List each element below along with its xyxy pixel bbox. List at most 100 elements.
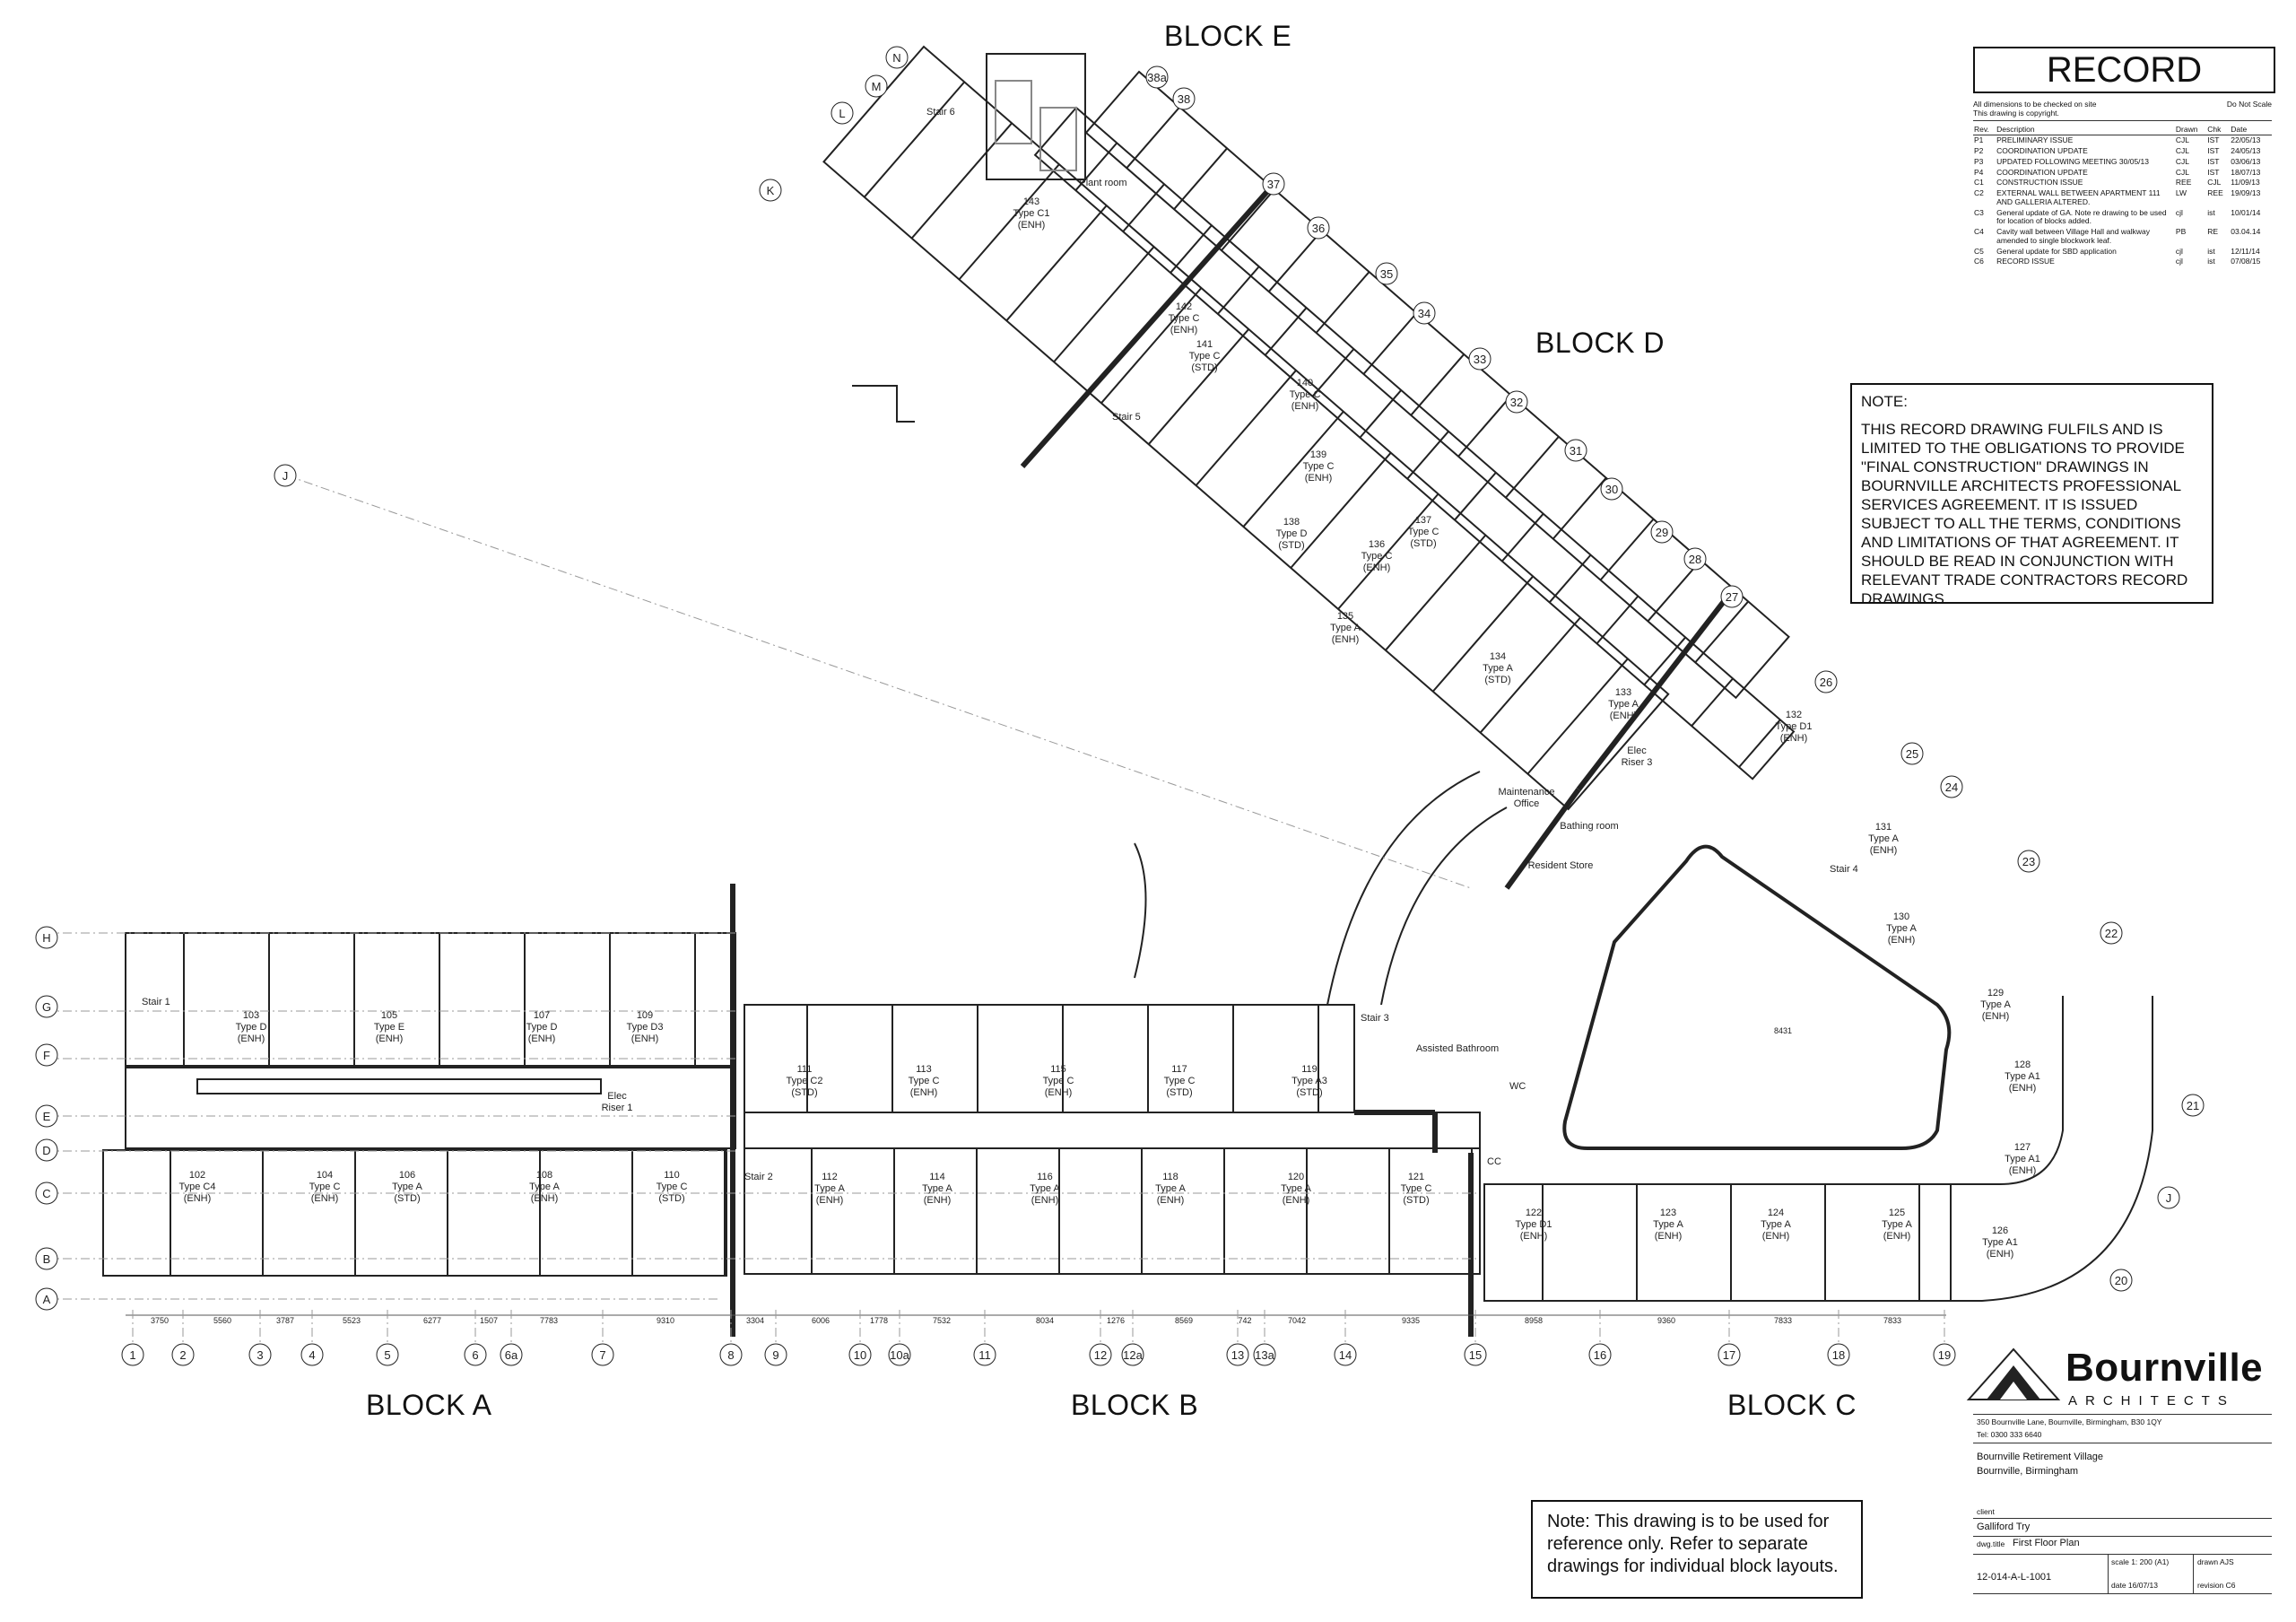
- dimension-text: 1507: [480, 1316, 498, 1325]
- block-a-north-flats: [125, 932, 736, 1067]
- unit-number: 105: [381, 1010, 397, 1021]
- revision-date: 12/11/14: [2231, 246, 2260, 256]
- unit-spec: (ENH): [1170, 325, 1198, 336]
- grid-bubble: [248, 1343, 272, 1366]
- party-wall: [1290, 452, 1392, 569]
- architect-address: 350 Bournville Lane, Bournville, Birming…: [1977, 1417, 2162, 1426]
- block-break-line: [1576, 590, 1734, 791]
- unit-number: 103: [243, 1010, 259, 1021]
- block-c-label: BLOCK C: [1727, 1389, 1857, 1421]
- grid-bubble: [1334, 1343, 1357, 1366]
- revision-table: All dimensions to be checked on site Thi…: [1973, 100, 2272, 267]
- unit-spec: (ENH): [1045, 1087, 1073, 1098]
- grid-label-curve: 36: [1312, 222, 1325, 235]
- unit-spec: (ENH): [1018, 220, 1046, 231]
- unit-number: 134: [1490, 651, 1506, 662]
- grid-bubble: [171, 1343, 195, 1366]
- grid-bubble: [888, 1343, 911, 1366]
- unit-spec: (ENH): [238, 1033, 265, 1044]
- plant-room-hatch: [995, 80, 1032, 144]
- grid-label-curve: 25: [1906, 747, 1918, 761]
- party-wall: [1505, 436, 1560, 499]
- record-note-body: THIS RECORD DRAWING FULFILS AND IS LIMIT…: [1861, 421, 2188, 607]
- dimension-text: 3304: [746, 1316, 764, 1325]
- grid-label-col: 6: [472, 1348, 478, 1362]
- grid-bubble: [35, 1182, 58, 1205]
- party-wall: [1173, 147, 1228, 210]
- unit-number: 112: [822, 1172, 838, 1182]
- unit-number: 136: [1369, 539, 1385, 550]
- unit-spec: (ENH): [2009, 1083, 2037, 1094]
- revision-desc: EXTERNAL WALL BETWEEN APARTMENT 111 AND …: [1996, 188, 2161, 206]
- project-location: Bournville, Birmingham: [1977, 1466, 2079, 1477]
- stair-label: Stair 3: [1361, 1013, 1389, 1024]
- grid-bubble: [1464, 1343, 1487, 1366]
- grid-label-col: 1: [129, 1348, 135, 1362]
- block-c-curve-outer: [1951, 996, 2153, 1302]
- unit-spec: (ENH): [376, 1033, 404, 1044]
- revision-chk: ist: [2207, 246, 2215, 256]
- revision-drawn: CJL: [2175, 135, 2190, 145]
- resident-store-label: Resident Store: [1528, 860, 1594, 871]
- dimension-text: 9360: [1657, 1316, 1675, 1325]
- party-wall: [1501, 513, 1544, 562]
- unit-number: 118: [1162, 1172, 1178, 1182]
- unit-type: Type C: [1290, 389, 1321, 400]
- party-wall: [1267, 230, 1323, 292]
- grid-label-curve: 30: [1605, 483, 1618, 496]
- grid-bubble: [1089, 1343, 1112, 1366]
- revision-date: 11/09/13: [2231, 178, 2260, 187]
- drawing-scale: scale 1: 200 (A1): [2111, 1557, 2170, 1566]
- revision-rev: P4: [1974, 167, 1984, 177]
- revision-drawn: PB: [2175, 227, 2187, 237]
- revision-rev: P3: [1974, 156, 1984, 166]
- unit-spec: (ENH): [1363, 562, 1391, 573]
- grid-bubble: [1720, 585, 1744, 608]
- grid-bubble: [35, 926, 58, 949]
- grid-bubble: [1253, 1343, 1276, 1366]
- record-note: NOTE: THIS RECORD DRAWING FULFILS AND IS…: [1850, 383, 2213, 607]
- do-not-scale: Do Not Scale: [2226, 100, 2272, 109]
- party-wall: [1217, 266, 1260, 315]
- grid-bubble: [1600, 477, 1623, 501]
- grid-label-curve: 31: [1570, 444, 1582, 458]
- unit-type: Type D1: [1516, 1219, 1552, 1230]
- party-wall: [1479, 616, 1581, 734]
- grid-bubble: [1172, 87, 1196, 110]
- grid-label-row: C: [42, 1187, 50, 1200]
- grid-bubble: [1307, 216, 1330, 240]
- unit-type: Type A: [1330, 623, 1361, 633]
- unit-number: 108: [536, 1170, 552, 1181]
- grid-label-diag: N: [892, 51, 900, 65]
- unit-number: 121: [1408, 1172, 1424, 1182]
- maintenance-office-label: Maintenance: [1499, 787, 1555, 798]
- revision-column-header: Chk: [2206, 124, 2231, 136]
- unit-spec: (ENH): [1031, 1195, 1059, 1206]
- grid-bubble: [464, 1343, 487, 1366]
- block-e-label: BLOCK E: [1164, 20, 1292, 52]
- unit-spec: (ENH): [1305, 473, 1333, 484]
- grid-label-diag: K: [767, 184, 775, 197]
- revision-date: 10/01/14: [2231, 207, 2261, 217]
- unit-type: Type A: [1653, 1219, 1683, 1230]
- unit-spec: (STD): [658, 1193, 684, 1204]
- unit-number: 119: [1301, 1064, 1318, 1075]
- revision-rev: C6: [1974, 257, 1984, 266]
- grid-bubble: [1718, 1343, 1741, 1366]
- grid-label-col: 13: [1231, 1348, 1244, 1362]
- revision-desc: General update of GA. Note re drawing to…: [1996, 207, 2167, 226]
- grid-bubble: [35, 995, 58, 1018]
- unit-spec: (ENH): [531, 1193, 559, 1204]
- unit-type: Type A: [1882, 1219, 1912, 1230]
